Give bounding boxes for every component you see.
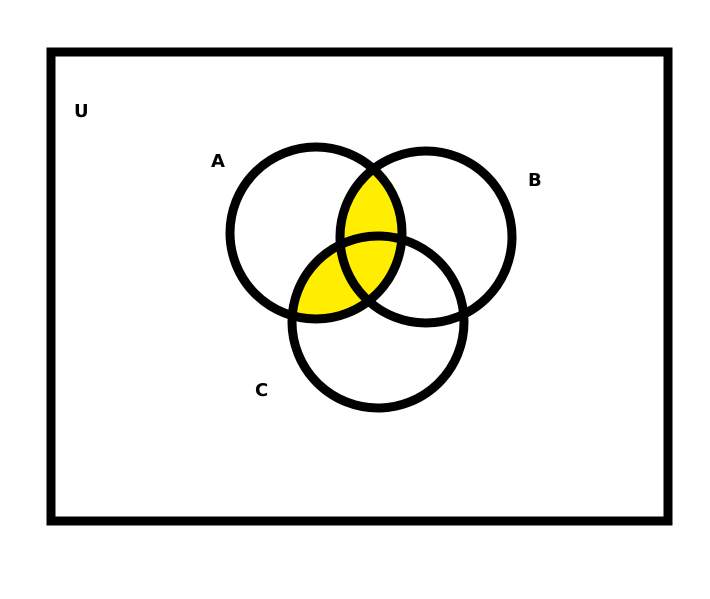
set-a-circle	[225, 142, 407, 324]
set-b-circle	[335, 146, 517, 328]
set-c-circle	[287, 231, 469, 413]
universe-label: U	[74, 101, 89, 122]
set-c-label: C	[255, 380, 268, 401]
set-b-label: B	[528, 170, 542, 191]
shaded-region-a-intersect-c	[292, 236, 402, 319]
set-a-label: A	[211, 151, 225, 172]
